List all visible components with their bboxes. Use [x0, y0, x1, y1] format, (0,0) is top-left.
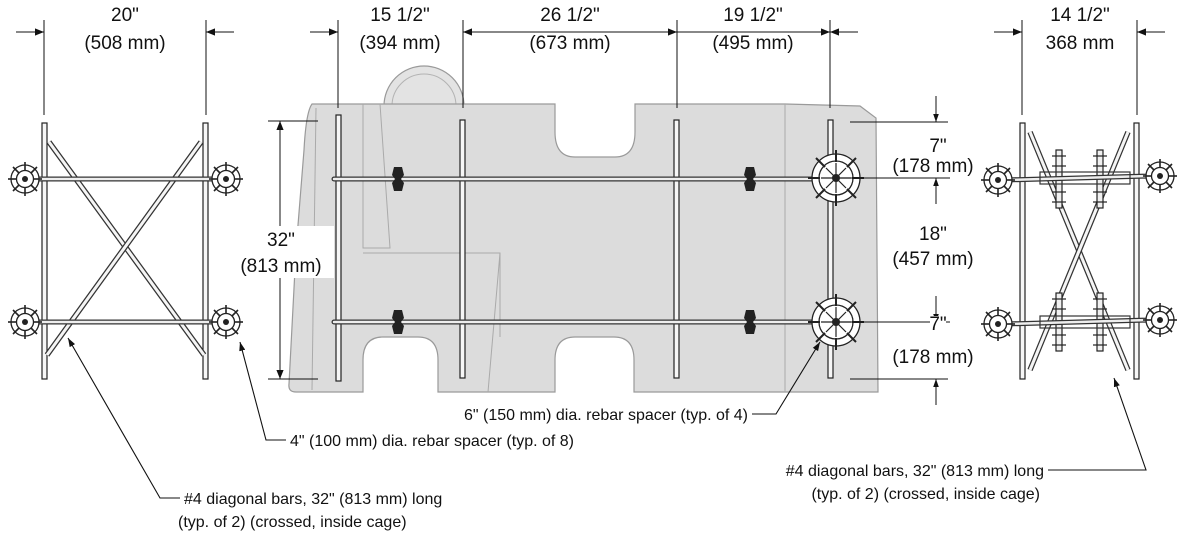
right-width-metric: 368 mm: [1046, 33, 1115, 54]
horizontal-bars: [25, 176, 225, 325]
mid-spacing-metric: (457 mm): [892, 249, 973, 270]
diagonal-left-callout-line1: #4 diagonal bars, 32" (813 mm) long: [184, 491, 442, 508]
dimension-lines: [16, 20, 1165, 405]
callout-labels: 6" (150 mm) dia. rebar spacer (typ. of 4…: [178, 407, 1044, 531]
spacer-6in-callout: 6" (150 mm) dia. rebar spacer (typ. of 4…: [464, 407, 748, 424]
left-view: [7, 122, 244, 380]
right-width-imperial: 14 1/2": [1050, 5, 1110, 26]
dimension-labels: 20" (508 mm) 15 1/2" (394 mm) 26 1/2" (6…: [84, 5, 1114, 368]
horizontal-bars: [331, 176, 853, 325]
bottom-offset-metric: (178 mm): [892, 347, 973, 368]
top-offset-imperial: 7": [929, 136, 946, 157]
height-imperial: 32": [267, 230, 295, 251]
vertical-bar: [202, 122, 209, 380]
vertical-bar: [1133, 122, 1140, 380]
mid-a-imperial: 15 1/2": [370, 5, 430, 26]
mid-c-metric: (495 mm): [712, 33, 793, 54]
height-metric: (813 mm): [240, 256, 321, 277]
vertical-bar: [41, 122, 48, 380]
diagonal-right-callout-line1: #4 diagonal bars, 32" (813 mm) long: [786, 463, 1044, 480]
diagonal-left-callout-line2: (typ. of 2) (crossed, inside cage): [178, 514, 407, 531]
diagonal-right-callout-line2: (typ. of 2) (crossed, inside cage): [811, 486, 1040, 503]
vertical-bar: [1019, 122, 1026, 380]
mid-c-imperial: 19 1/2": [723, 5, 783, 26]
vertical-bars: [335, 114, 834, 382]
diagonal-bars: [1027, 130, 1131, 372]
mid-b-imperial: 26 1/2": [540, 5, 600, 26]
left-width-imperial: 20": [111, 5, 139, 26]
bottom-offset-imperial: 7": [929, 314, 946, 335]
right-view: [980, 122, 1178, 380]
left-width-metric: (508 mm): [84, 33, 165, 54]
mid-b-metric: (673 mm): [529, 33, 610, 54]
horizontal-bars: [1002, 171, 1153, 329]
mid-a-metric: (394 mm): [359, 33, 440, 54]
middle-view: [288, 65, 879, 393]
callout-leaders: [67, 337, 1147, 499]
tank-dome: [383, 65, 465, 107]
spacer-4in-callout: 4" (100 mm) dia. rebar spacer (typ. of 8…: [290, 433, 574, 450]
mid-spacing-imperial: 18": [919, 224, 947, 245]
top-offset-metric: (178 mm): [892, 156, 973, 177]
